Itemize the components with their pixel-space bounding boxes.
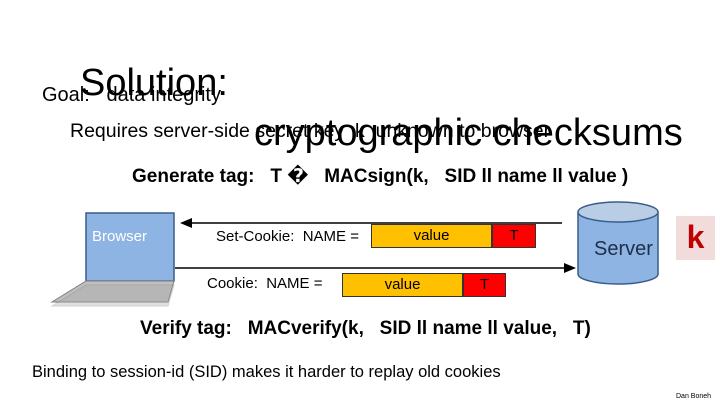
browser-label: Browser xyxy=(92,228,148,245)
title-left: Solution: xyxy=(80,62,228,104)
generate-tag-text: Generate tag: T � MACsign(k, SID ll name… xyxy=(132,166,629,187)
cookie-tag-box: T xyxy=(463,273,506,297)
cookie-label: Cookie: NAME = xyxy=(207,275,323,292)
set-cookie-value-box: value xyxy=(371,224,492,248)
cookie-arrow xyxy=(175,263,576,273)
server-icon xyxy=(577,201,659,285)
credit-text: Dan Boneh xyxy=(676,393,712,400)
verify-tag-text: Verify tag: MACverify(k, SID ll name ll … xyxy=(140,318,591,339)
set-cookie-arrow xyxy=(180,218,562,228)
server-body xyxy=(577,212,659,285)
page-title: Solution: cryptographic checksums xyxy=(0,8,720,154)
laptop-icon xyxy=(50,212,175,307)
binding-note-text: Binding to session-id (SID) makes it har… xyxy=(32,363,501,381)
set-cookie-label: Set-Cookie: NAME = xyxy=(216,228,359,245)
goal-text: Goal: data integrity xyxy=(42,84,221,106)
secret-key-box: k xyxy=(676,216,715,260)
cookie-value-box: value xyxy=(342,273,463,297)
title-right: cryptographic checksums xyxy=(254,112,683,154)
server-label: Server xyxy=(594,238,653,260)
laptop-keyboard xyxy=(50,280,175,303)
requirement-text: Requires server-side secret key k unknow… xyxy=(70,120,551,142)
set-cookie-tag-box: T xyxy=(492,224,536,248)
laptop-base-shadow xyxy=(50,284,175,307)
laptop-screen xyxy=(85,212,175,282)
server-top xyxy=(577,201,659,223)
